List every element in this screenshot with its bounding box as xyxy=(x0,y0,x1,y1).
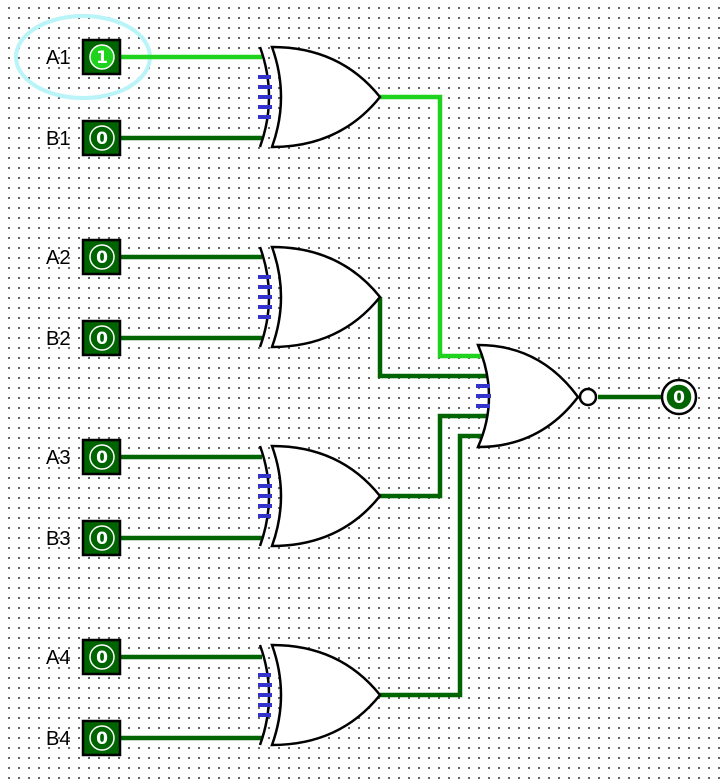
pin-value: 0 xyxy=(96,448,108,468)
input-pin-a1[interactable]: A1 1 xyxy=(46,38,122,76)
input-pin-b4[interactable]: B4 0 xyxy=(46,719,122,757)
output-value-dot xyxy=(665,383,693,411)
pin-value: 0 xyxy=(96,329,108,349)
pin-label: B4 xyxy=(46,728,70,750)
nor-gate[interactable] xyxy=(476,343,598,449)
pin-label: A4 xyxy=(46,647,70,669)
pin-value-dot xyxy=(89,525,115,551)
pin-label: B2 xyxy=(46,328,70,350)
xor-gate-3[interactable] xyxy=(258,444,382,548)
wire-xor2-to-nor[interactable] xyxy=(377,297,488,379)
pin-value: 1 xyxy=(96,48,108,68)
output-pin[interactable]: 0 xyxy=(660,378,698,416)
pin-value-dot xyxy=(89,125,115,151)
input-pin-b3[interactable]: B3 0 xyxy=(46,519,122,557)
input-pin-b1[interactable]: B1 0 xyxy=(46,119,122,157)
xor-gate-3-input-stubs xyxy=(258,474,272,518)
input-pin-a2[interactable]: A2 0 xyxy=(46,238,122,276)
pin-value: 0 xyxy=(96,729,108,749)
xor-gate-4-input-stubs xyxy=(258,673,272,717)
input-pin-a4[interactable]: A4 0 xyxy=(46,638,122,676)
pin-value-dot xyxy=(89,644,115,670)
output-value: 0 xyxy=(673,388,685,408)
pin-label: B3 xyxy=(46,528,70,550)
pin-value: 0 xyxy=(96,529,108,549)
wire-xor3-to-nor[interactable] xyxy=(380,413,488,499)
input-pin-b2[interactable]: B2 0 xyxy=(46,319,122,357)
input-pin-a3[interactable]: A3 0 xyxy=(46,438,122,476)
xor-gate-1[interactable] xyxy=(258,45,382,149)
pin-value: 0 xyxy=(96,248,108,268)
pin-value-dot xyxy=(89,44,115,70)
wire-xor4-to-nor[interactable] xyxy=(380,433,483,698)
wires xyxy=(120,54,662,741)
wire-xor1-to-nor[interactable] xyxy=(380,94,483,359)
pin-label: A2 xyxy=(46,247,70,269)
pin-value-dot xyxy=(89,244,115,270)
pin-value: 0 xyxy=(96,648,108,668)
nor-bubble xyxy=(578,387,598,407)
input-pins: A1 1 B1 0 A2 0 B2 0 A3 0 xyxy=(46,38,122,757)
pin-value-dot xyxy=(89,325,115,351)
pin-value: 0 xyxy=(96,129,108,149)
nor-gate-input-stubs xyxy=(476,384,491,408)
xor-gate-4[interactable] xyxy=(258,643,382,747)
xor-gate-2-input-stubs xyxy=(258,275,272,319)
xor-gate-2[interactable] xyxy=(258,245,382,349)
xor-gate-1-input-stubs xyxy=(258,75,272,119)
pin-label: A1 xyxy=(46,47,70,69)
pin-label: A3 xyxy=(46,447,70,469)
pin-label: B1 xyxy=(46,128,70,150)
pin-value-dot xyxy=(89,725,115,751)
pin-value-dot xyxy=(89,444,115,470)
